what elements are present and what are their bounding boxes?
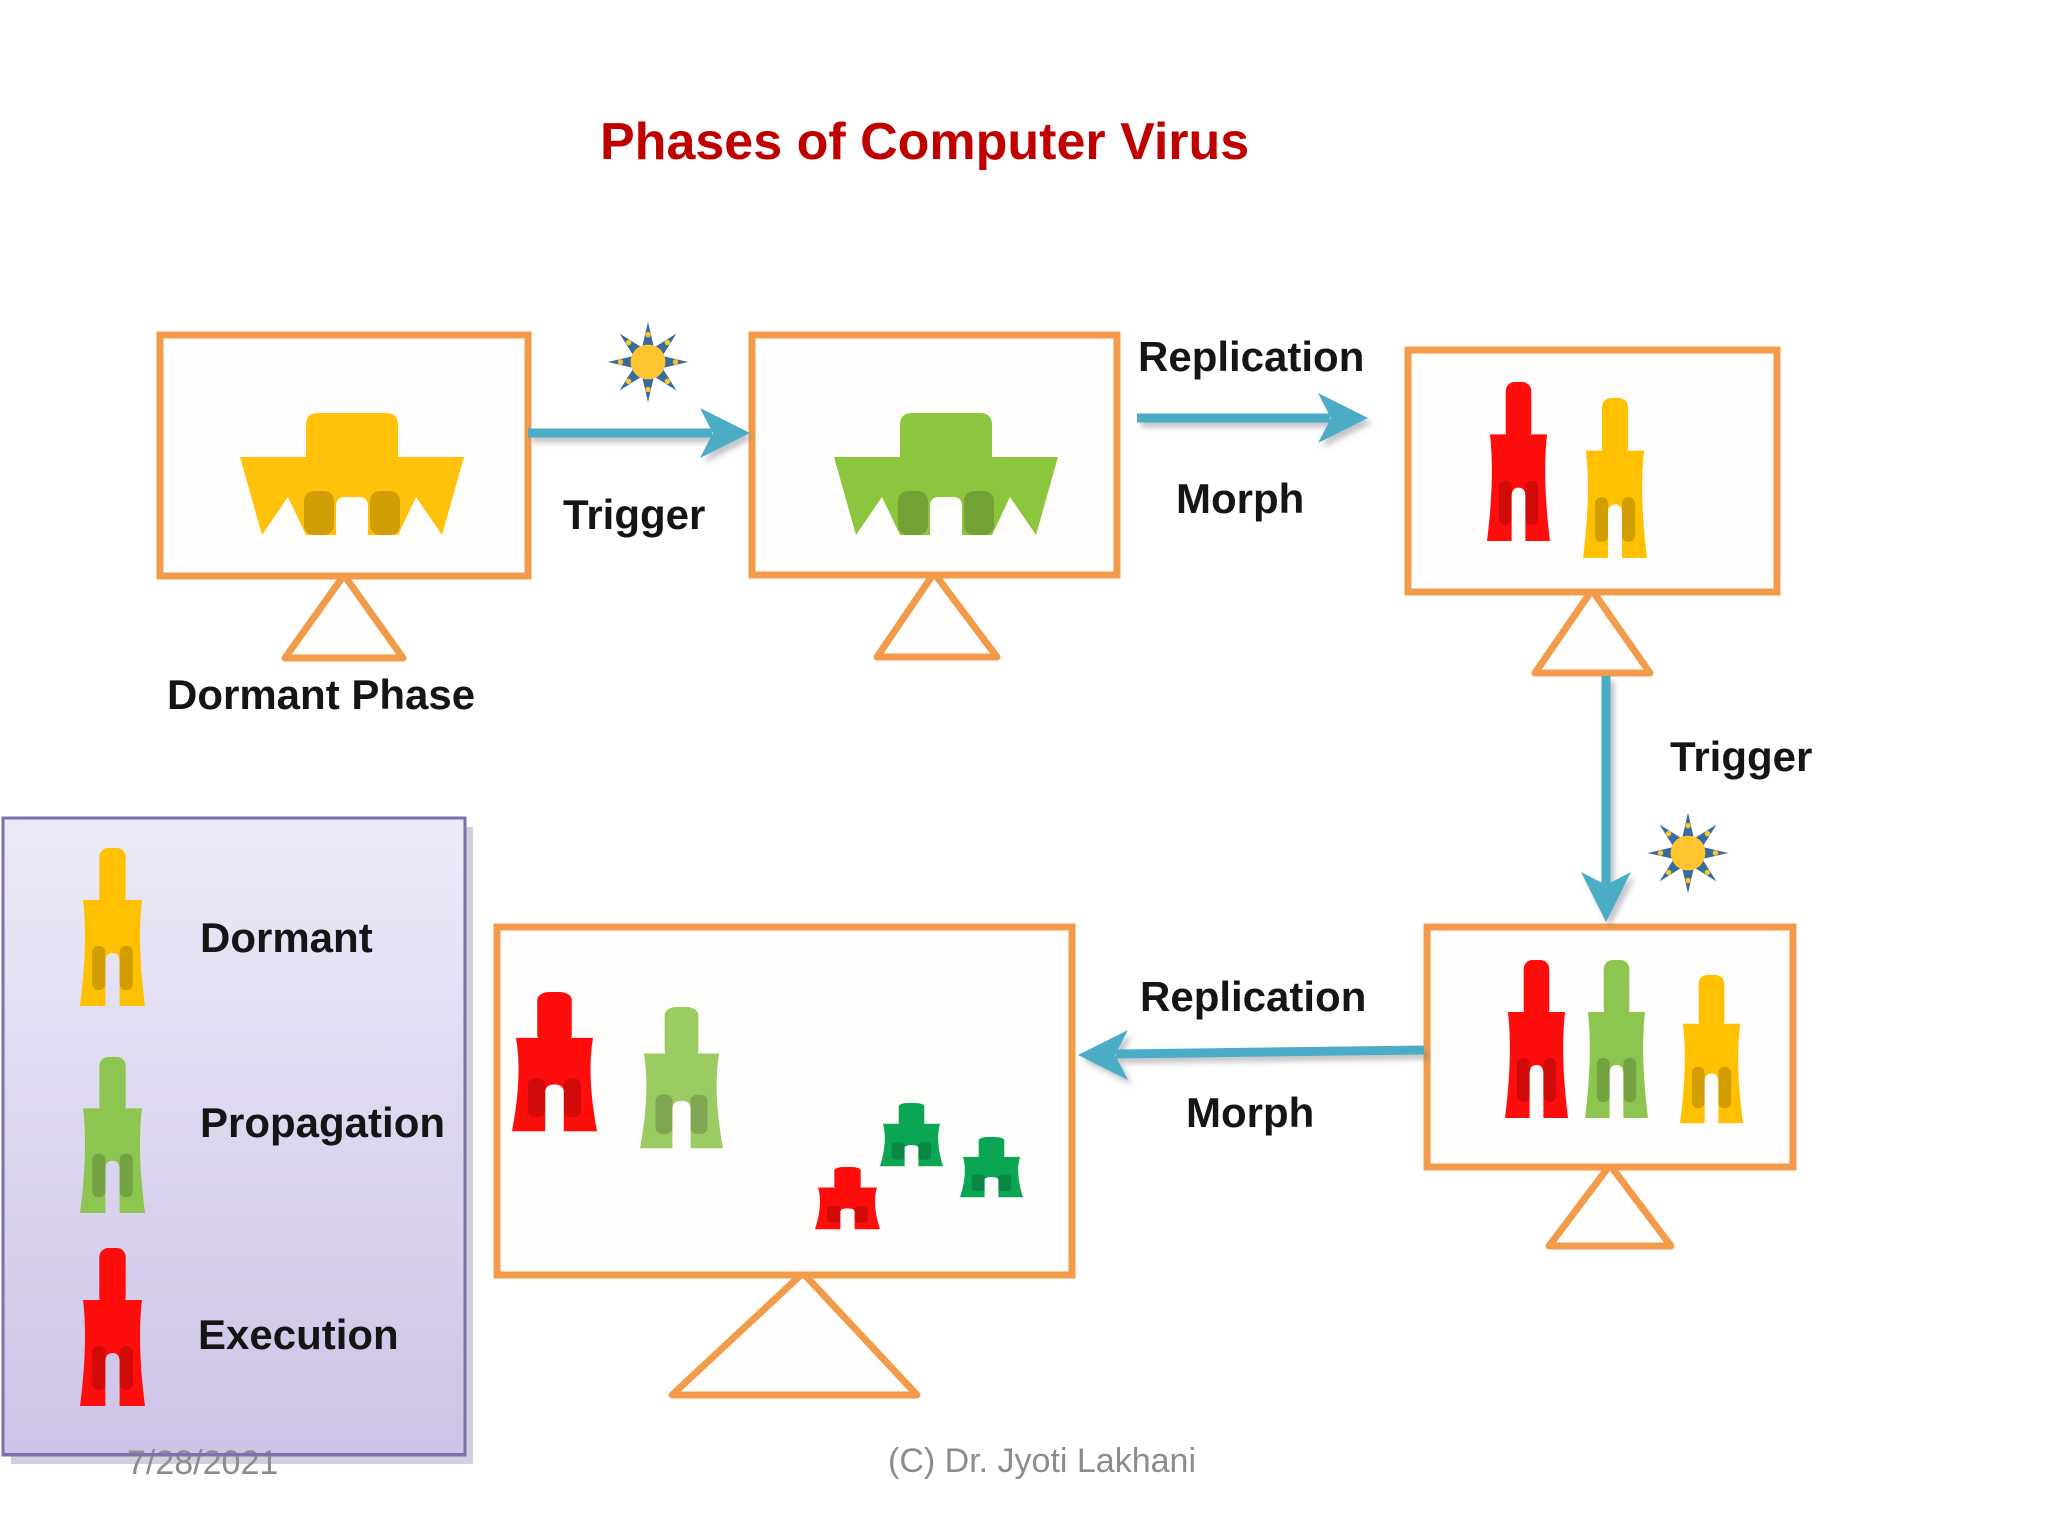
replication-label-2: Replication [1140, 973, 1367, 1020]
legend-bottom-border [3, 1453, 465, 1456]
dormant-phase-label: Dormant Phase [167, 671, 476, 718]
monitor-propagation [748, 331, 1121, 661]
monitor-stand [873, 569, 1001, 661]
monitor-stand [281, 571, 407, 662]
legend-figures [80, 848, 145, 1406]
page-title: Phases of Computer Virus [600, 113, 1250, 171]
trigger-sun-icon [1647, 812, 1729, 894]
monitor-triggered [1423, 923, 1797, 1250]
monitor-morphed [493, 923, 1076, 1399]
arrow-replication-left-icon [1078, 1030, 1425, 1080]
trigger-label-1: Trigger [563, 491, 706, 538]
legend-item-propagation: Propagation [200, 1099, 446, 1146]
footer-credit: (C) Dr. Jyoti Lakhani [888, 1442, 1196, 1480]
arrow-replication-right-icon [1137, 393, 1368, 443]
monitor-stand [1531, 586, 1654, 677]
trigger-sun-icon [607, 321, 689, 403]
legend-item-dormant: Dormant [200, 914, 373, 961]
monitor-stand [668, 1269, 921, 1399]
monitor-stand [1545, 1161, 1675, 1250]
arrow-trigger-down-icon [1581, 676, 1631, 922]
replication-label-1: Replication [1138, 333, 1365, 380]
flow-arrows [528, 393, 1631, 1080]
monitor-replicated [1404, 346, 1781, 677]
monitor-dormant [156, 331, 532, 662]
footer-date: 7/28/2021 [127, 1444, 279, 1482]
arrow-trigger-right-icon [528, 408, 750, 458]
morph-label-2: Morph [1186, 1089, 1315, 1136]
trigger-label-2: Trigger [1670, 733, 1813, 780]
morph-label-1: Morph [1176, 475, 1305, 522]
legend-item-execution: Execution [198, 1311, 399, 1358]
